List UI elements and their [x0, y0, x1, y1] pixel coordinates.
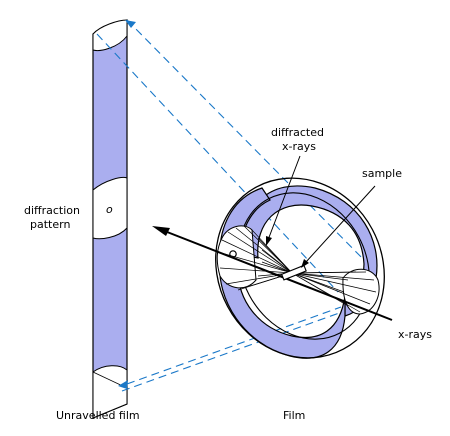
film-outer-rim	[215, 177, 385, 359]
projection-arrow-top	[125, 20, 136, 28]
diffracted-pointer	[267, 155, 301, 241]
cylindrical-film	[215, 177, 385, 359]
projection-arrow-bottom	[118, 380, 128, 389]
label-diffracted-2: x-rays	[282, 140, 316, 153]
strip-bottom-arc	[92, 365, 128, 419]
label-pattern: pattern	[30, 218, 70, 231]
film-inner-rim	[238, 192, 370, 340]
label-unravelled-film: Unravelled film	[56, 409, 140, 422]
label-xrays: x-rays	[398, 328, 432, 341]
projection-line-bottom-1	[126, 306, 342, 385]
pattern-mark: o	[106, 203, 113, 216]
sample-pointer	[305, 185, 376, 263]
projection-line-top-1	[126, 19, 373, 269]
projection-lines	[96, 19, 373, 392]
beam-line	[161, 229, 393, 321]
beam-arrowhead	[152, 226, 170, 236]
label-sample: sample	[362, 167, 402, 180]
strip-top-arc	[92, 19, 128, 51]
label-diffracted-1: diffracted	[271, 126, 324, 139]
label-diffraction: diffraction	[24, 204, 80, 217]
film-left-window	[216, 225, 257, 289]
film-band-front	[219, 259, 346, 359]
xray-beam	[152, 226, 393, 321]
label-film: Film	[283, 409, 305, 422]
sample-pointer-head	[301, 259, 309, 268]
sample	[280, 264, 307, 281]
projection-line-top-2	[96, 33, 339, 293]
diffracted-pointer-head	[266, 236, 272, 246]
unravelled-film-strip: o	[92, 19, 128, 419]
strip-middle-arc	[92, 177, 128, 240]
